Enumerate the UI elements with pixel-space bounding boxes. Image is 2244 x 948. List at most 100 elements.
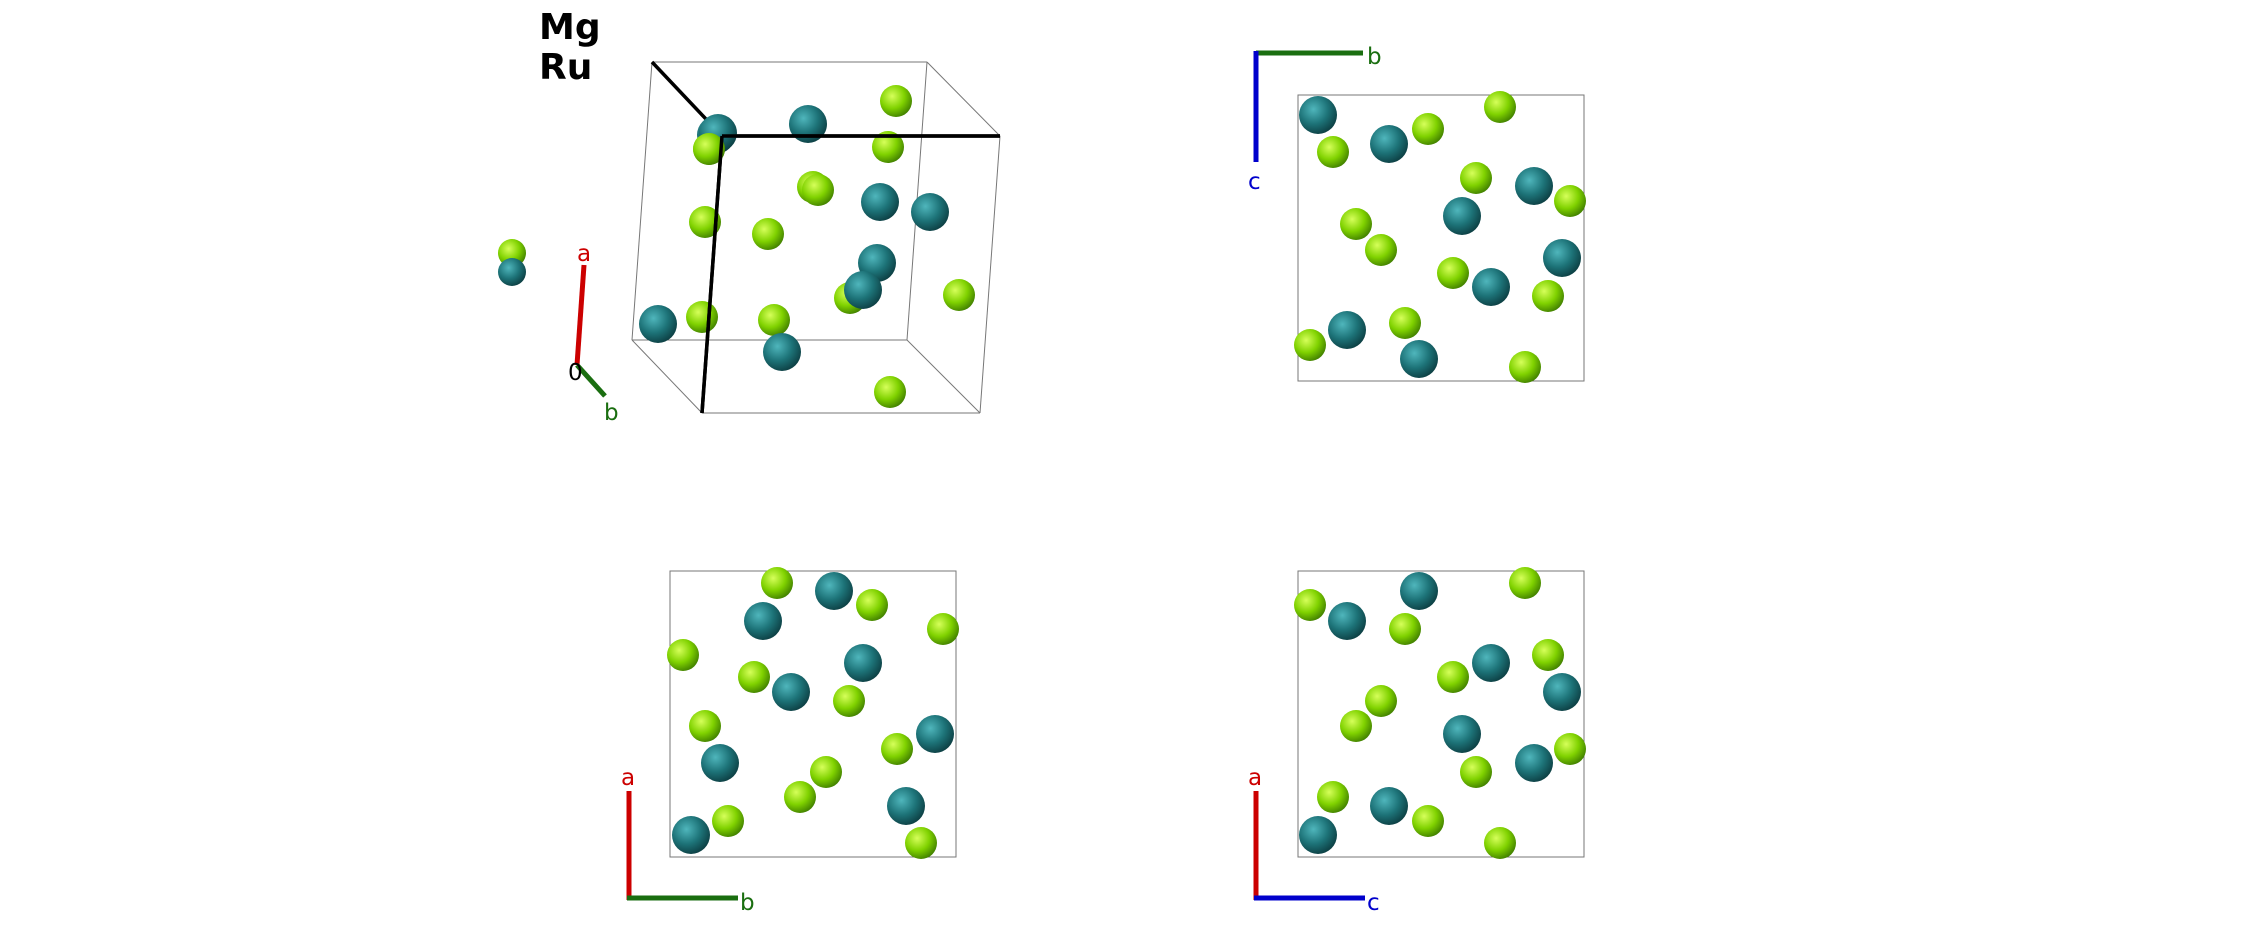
atom-mg	[689, 206, 721, 238]
atom-mg	[880, 85, 912, 117]
atom-ru	[498, 258, 526, 286]
atom-mg	[1554, 733, 1586, 765]
atom-mg	[1554, 185, 1586, 217]
atom-ru	[1370, 125, 1408, 163]
view-b-a-axis-indicator: a b	[621, 765, 755, 916]
legend-mg: Mg	[539, 7, 601, 48]
atom-mg	[810, 756, 842, 788]
atom-ru	[1472, 644, 1510, 682]
atom-ru	[1543, 239, 1581, 277]
view-b-a: a b	[621, 567, 959, 916]
atom-mg	[689, 710, 721, 742]
atom-mg	[1389, 307, 1421, 339]
atom-ru	[1543, 673, 1581, 711]
species-legend: Mg Ru	[539, 8, 601, 88]
atom-mg	[1437, 661, 1469, 693]
atom-ru	[815, 572, 853, 610]
perspective-axis-indicator: a 0 b	[568, 241, 619, 426]
atom-ru	[916, 715, 954, 753]
atom-mg	[943, 279, 975, 311]
atom-mg	[1340, 710, 1372, 742]
atom-mg	[872, 131, 904, 163]
atom-ru	[844, 271, 882, 309]
atom-ru	[911, 193, 949, 231]
atom-mg	[1317, 136, 1349, 168]
axis-b-label: b	[604, 400, 619, 426]
atom-mg	[1484, 91, 1516, 123]
atom-ru	[772, 673, 810, 711]
legend-ru: Ru	[539, 47, 593, 88]
cell-outline	[1297, 570, 1585, 858]
cell-outline	[1297, 94, 1585, 382]
atom-mg	[1389, 613, 1421, 645]
perspective-view: a 0 b	[498, 60, 1001, 426]
axis-c-label: c	[1367, 890, 1380, 916]
view-b-c: b c	[1248, 44, 1586, 383]
atom-ru	[789, 105, 827, 143]
axis-b-label: b	[1367, 44, 1382, 70]
atom-ru	[861, 183, 899, 221]
atom-mg	[927, 613, 959, 645]
atom-mg	[1532, 280, 1564, 312]
atom-mg	[874, 376, 906, 408]
cell-outline	[669, 570, 957, 858]
atom-mg	[802, 174, 834, 206]
atom-mg	[1412, 113, 1444, 145]
axis-a-label: a	[621, 765, 635, 791]
view-c-a-atoms	[1294, 567, 1586, 859]
atom-ru	[1443, 715, 1481, 753]
atom-mg	[1365, 685, 1397, 717]
view-c-a-axis-indicator: a c	[1248, 765, 1380, 916]
atom-mg	[667, 639, 699, 671]
atom-mg	[1532, 639, 1564, 671]
atom-mg	[1460, 162, 1492, 194]
atom-ru	[701, 744, 739, 782]
axis-a-line	[574, 264, 587, 366]
atom-mg	[712, 805, 744, 837]
atom-mg	[856, 589, 888, 621]
atom-ru	[1299, 816, 1337, 854]
atom-mg	[784, 781, 816, 813]
atom-mg	[905, 827, 937, 859]
atom-mg	[1317, 781, 1349, 813]
atom-ru	[1472, 268, 1510, 306]
atom-mg	[1509, 351, 1541, 383]
atom-mg	[758, 304, 790, 336]
atom-ru	[1328, 311, 1366, 349]
atom-mg	[1509, 567, 1541, 599]
atom-mg	[761, 567, 793, 599]
atom-ru	[639, 305, 677, 343]
atom-mg	[693, 133, 725, 165]
atom-mg	[1460, 756, 1492, 788]
cell-front-edges	[650, 60, 1000, 414]
atom-ru	[1400, 572, 1438, 610]
axis-b-label: b	[740, 890, 755, 916]
atom-mg	[686, 301, 718, 333]
axis-a-label: a	[577, 241, 591, 267]
axis-origin-label: 0	[568, 360, 583, 386]
atom-ru	[1299, 96, 1337, 134]
atom-ru	[1400, 340, 1438, 378]
view-b-a-atoms	[667, 567, 959, 859]
atom-ru	[763, 333, 801, 371]
atom-mg	[1484, 827, 1516, 859]
atom-ru	[1443, 197, 1481, 235]
atom-mg	[1294, 589, 1326, 621]
view-b-c-axis-indicator: b c	[1248, 44, 1382, 195]
atom-mg	[1437, 257, 1469, 289]
atom-mg	[833, 685, 865, 717]
atom-ru	[844, 644, 882, 682]
atom-ru	[672, 816, 710, 854]
atom-ru	[1328, 602, 1366, 640]
atom-ru	[1515, 744, 1553, 782]
atom-mg	[738, 661, 770, 693]
atom-mg	[1340, 208, 1372, 240]
view-b-c-atoms	[1294, 91, 1586, 383]
atom-mg	[1365, 234, 1397, 266]
atom-ru	[1515, 167, 1553, 205]
atom-ru	[744, 602, 782, 640]
atom-mg	[881, 733, 913, 765]
atom-mg	[752, 218, 784, 250]
atom-ru	[1370, 787, 1408, 825]
